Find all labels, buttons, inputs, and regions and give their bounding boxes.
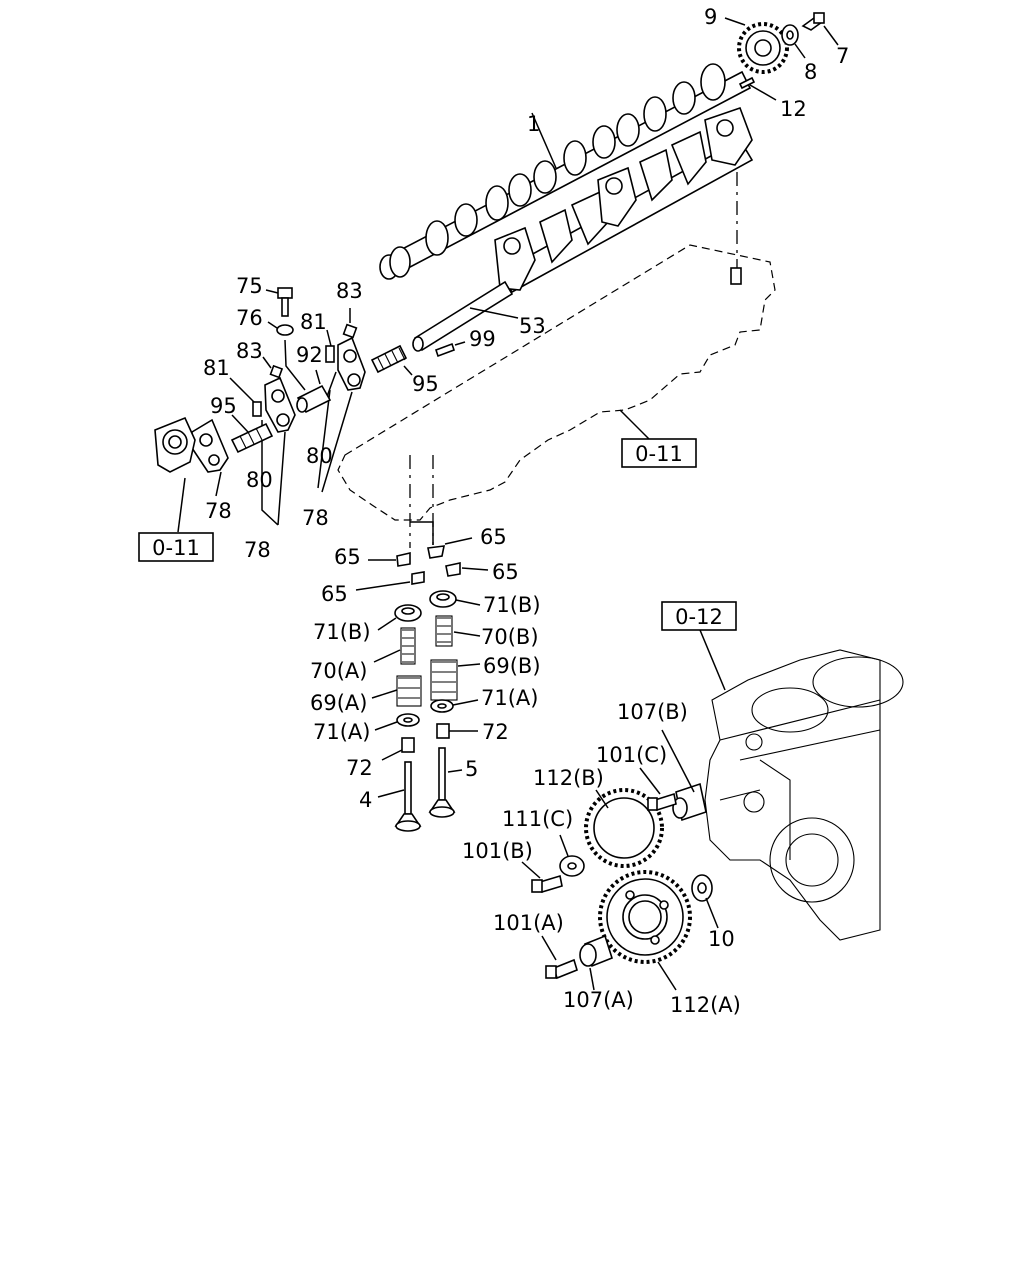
bolt-75 bbox=[265, 287, 293, 317]
callout: 70(A) bbox=[310, 659, 367, 683]
callout: 95 bbox=[412, 372, 439, 396]
callout: 71(A) bbox=[481, 686, 538, 710]
bolt-101c bbox=[639, 767, 677, 812]
callout: 78 bbox=[302, 506, 329, 530]
ref-box-0-12: 0-12 bbox=[661, 601, 737, 631]
washer-76 bbox=[267, 321, 306, 391]
cylinder-head-outline bbox=[337, 244, 776, 521]
callout: 81 bbox=[203, 356, 230, 380]
idler-shaft-107b bbox=[661, 729, 707, 822]
callout: 9 bbox=[704, 5, 717, 29]
rocker-bracket-end bbox=[154, 416, 196, 533]
bushing-92 bbox=[296, 369, 332, 414]
callout: 69(A) bbox=[310, 691, 367, 715]
callout: 99 bbox=[469, 327, 496, 351]
callout: 78 bbox=[244, 538, 271, 562]
oil-seal-10 bbox=[691, 874, 719, 929]
callout: 95 bbox=[210, 394, 237, 418]
rocker-arm-78-left bbox=[261, 376, 296, 526]
idler-gear-112a bbox=[598, 870, 692, 991]
callout: 65 bbox=[334, 545, 361, 569]
callout: 1 bbox=[527, 112, 540, 136]
bolt-101b bbox=[521, 861, 563, 894]
ref-label: 0-11 bbox=[635, 442, 683, 466]
spring-retainers-71b bbox=[377, 590, 481, 631]
callout: 12 bbox=[780, 97, 807, 121]
callout: 92 bbox=[296, 343, 323, 367]
callout: 5 bbox=[465, 757, 478, 781]
nut-83-right bbox=[342, 308, 358, 339]
pin-99 bbox=[434, 341, 466, 358]
callout-labels: 9 7 8 12 1 53 99 95 75 76 83 81 92 83 81… bbox=[203, 5, 849, 1017]
callout: 107(A) bbox=[563, 988, 634, 1012]
screw-81-left bbox=[229, 377, 262, 417]
rocker-bracket-left bbox=[191, 418, 229, 497]
callout: 7 bbox=[836, 44, 849, 68]
thrust-plate-111c bbox=[559, 834, 585, 877]
callout: 78 bbox=[205, 499, 232, 523]
bolt-101a bbox=[541, 935, 578, 980]
bolt-7 bbox=[801, 12, 839, 46]
callout: 65 bbox=[492, 560, 519, 584]
callout: 101(B) bbox=[462, 839, 533, 863]
screw-81-right bbox=[325, 329, 335, 363]
callout: 112(B) bbox=[533, 766, 604, 790]
callout: 71(B) bbox=[483, 593, 541, 617]
callout: 112(A) bbox=[670, 993, 741, 1017]
spring-95-right bbox=[370, 344, 413, 376]
ref-label: 0-12 bbox=[675, 605, 723, 629]
callout: 70(B) bbox=[481, 625, 539, 649]
camshaft bbox=[379, 63, 752, 280]
cylinder-block bbox=[699, 629, 904, 941]
callout: 69(B) bbox=[483, 654, 541, 678]
callout: 4 bbox=[359, 788, 372, 812]
valve-springs bbox=[371, 615, 481, 707]
callout: 111(C) bbox=[502, 807, 573, 831]
spring-seats-71a bbox=[374, 699, 479, 731]
valve-5 bbox=[428, 747, 463, 818]
callout: 80 bbox=[306, 444, 333, 468]
valve-guide-lines bbox=[409, 455, 434, 548]
callout: 72 bbox=[482, 720, 509, 744]
callout: 81 bbox=[300, 310, 327, 334]
callout: 71(A) bbox=[313, 720, 370, 744]
callout: 107(B) bbox=[617, 700, 688, 724]
callout: 76 bbox=[236, 306, 263, 330]
callout: 71(B) bbox=[313, 620, 371, 644]
callout: 53 bbox=[519, 314, 546, 338]
spring-95-left bbox=[230, 414, 274, 454]
ref-box-0-11-right: 0-11 bbox=[619, 409, 697, 468]
camshaft-gear bbox=[724, 17, 789, 74]
washer-8 bbox=[781, 24, 806, 59]
callout: 83 bbox=[236, 339, 263, 363]
valve-stem-seals-72 bbox=[381, 723, 478, 761]
callout: 65 bbox=[480, 525, 507, 549]
nut-83-left bbox=[262, 356, 284, 379]
rocker-shaft-assembly bbox=[412, 106, 754, 352]
callout: 75 bbox=[236, 274, 263, 298]
key-12 bbox=[738, 76, 777, 101]
callout: 101(C) bbox=[596, 743, 667, 767]
callout: 101(A) bbox=[493, 911, 564, 935]
idler-gear-112b bbox=[584, 788, 664, 868]
valve-4 bbox=[377, 761, 422, 832]
callout: 65 bbox=[321, 582, 348, 606]
callout: 80 bbox=[246, 468, 273, 492]
ref-label: 0-11 bbox=[152, 536, 200, 560]
callout: 8 bbox=[804, 60, 817, 84]
callout: 83 bbox=[336, 279, 363, 303]
callout: 10 bbox=[708, 927, 735, 951]
valve-cotters-65 bbox=[355, 537, 489, 591]
callout: 72 bbox=[346, 756, 373, 780]
idler-shaft-107a bbox=[579, 934, 613, 991]
ref-box-0-11-left: 0-11 bbox=[138, 532, 214, 562]
rocker-arm-78-right bbox=[317, 336, 366, 493]
